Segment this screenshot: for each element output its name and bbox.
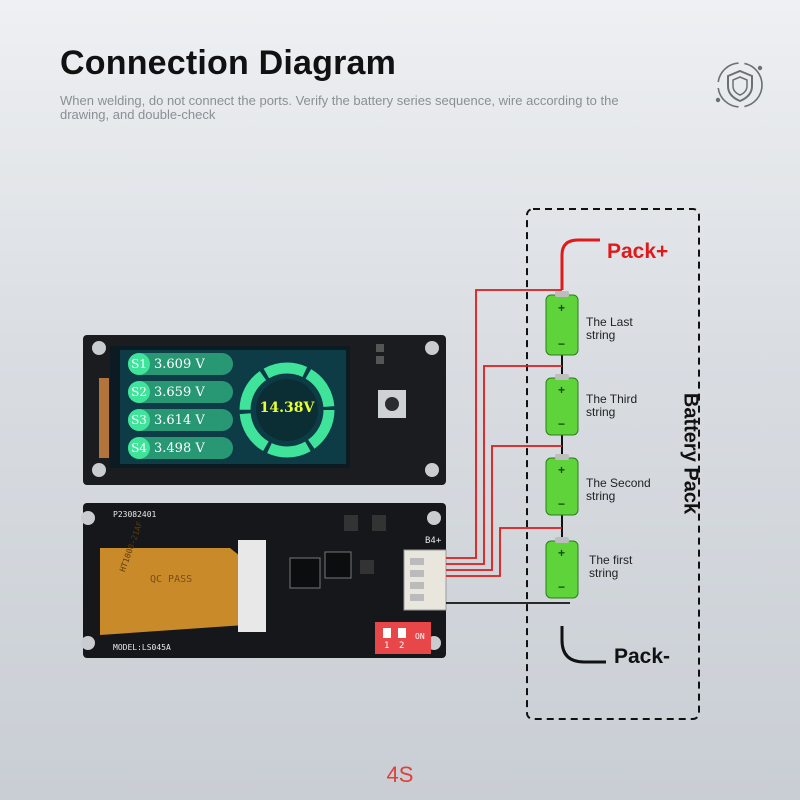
pack-plus-label: Pack+ (607, 240, 669, 263)
cell-string-label: The Second string (586, 476, 651, 503)
switch-number: 1 (384, 641, 390, 651)
lcd-cell-row: S3 3.614 V (128, 409, 233, 431)
cell-string-label: The Last string (586, 315, 633, 342)
lcd-cell-tag: S2 (128, 381, 150, 403)
page-title: Connection Diagram (60, 44, 397, 82)
lcd-cell-voltage: 3.659 V (154, 384, 205, 400)
lcd-cell-row: S1 3.609 V (128, 353, 233, 375)
cell-string-label: The first string (589, 553, 633, 580)
lcd-cell-row: S4 3.498 V (128, 437, 233, 459)
battery-cell (545, 537, 579, 599)
cell-plus-sign: + (558, 463, 566, 477)
connector-label: B4+ (425, 536, 442, 546)
battery-pack-label: Battery Pack (679, 392, 702, 515)
cell-plus-sign: + (558, 301, 566, 315)
cell-plus-sign: + (558, 546, 566, 560)
cell-minus-sign: − (558, 497, 566, 511)
lcd-cell-row: S2 3.659 V (128, 381, 233, 403)
lcd-cell-tag: S1 (128, 353, 150, 375)
switch-label: ON (415, 632, 425, 641)
page-subtitle: When welding, do not connect the ports. … (60, 93, 619, 122)
battery-cell (545, 291, 579, 356)
qc-sticker: QC PASS (150, 574, 193, 585)
series-config-label: 4S (386, 762, 414, 787)
lcd-cell-voltage: 3.614 V (154, 412, 205, 428)
lcd-cell-tag: S3 (128, 409, 150, 431)
lcd-cell-tag: S4 (128, 437, 150, 459)
board-model: MODEL:LS045A (113, 643, 171, 652)
battery-cell (545, 374, 579, 436)
lcd-cell-voltage: 3.498 V (154, 440, 205, 456)
lcd-cell-voltage: 3.609 V (154, 356, 205, 372)
cell-minus-sign: − (558, 337, 566, 351)
battery-cell (545, 454, 579, 516)
switch-number: 2 (399, 641, 405, 651)
lcd-total-voltage: 14.38V (259, 400, 315, 416)
cell-plus-sign: + (558, 383, 566, 397)
cell-string-label: The Third string (586, 392, 638, 419)
board-serial: P23082401 (113, 510, 157, 519)
pack-minus-label: Pack- (614, 645, 671, 668)
cell-minus-sign: − (558, 417, 566, 431)
cell-minus-sign: − (558, 580, 566, 594)
